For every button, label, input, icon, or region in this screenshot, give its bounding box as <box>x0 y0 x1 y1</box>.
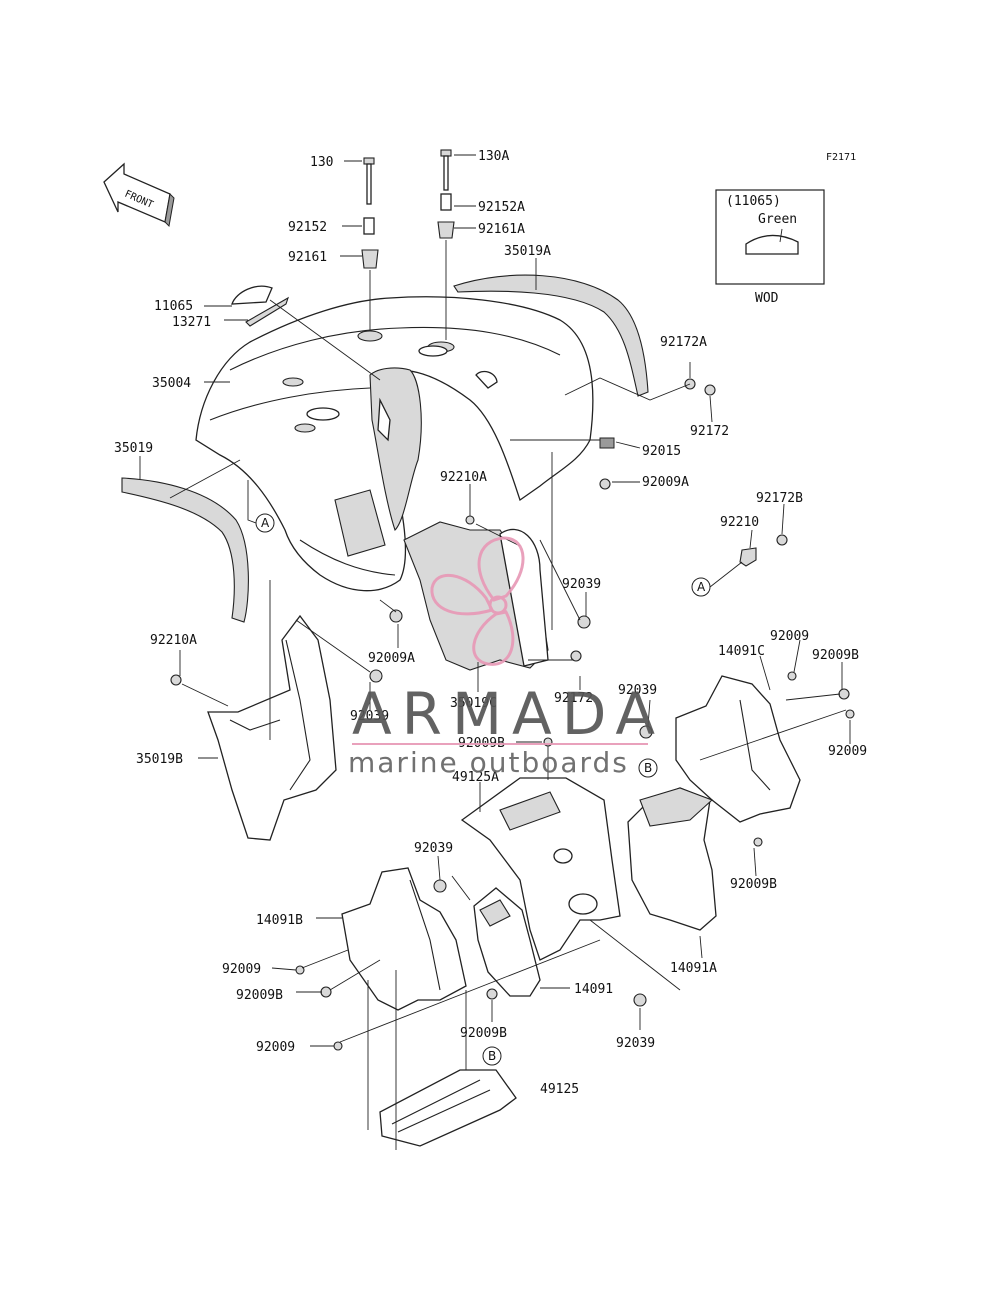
callout-A-upper: A <box>255 513 275 533</box>
label-92009B-bottom: 92009B <box>460 1026 507 1041</box>
inset-caption: WOD <box>755 291 779 306</box>
panel-35019C-side <box>499 528 549 667</box>
cap-11065 <box>231 285 273 305</box>
label-92039-e: 92039 <box>616 1036 655 1051</box>
label-92161A: 92161A <box>478 222 525 237</box>
figure-code: F2171 <box>826 152 856 163</box>
fasteners <box>170 378 855 1051</box>
label-92009-l1: 92009 <box>222 962 261 977</box>
watermark-tagline: marine outboards <box>348 746 629 779</box>
label-35019B: 35019B <box>136 752 183 767</box>
label-92152: 92152 <box>288 220 327 235</box>
label-14091A: 14091A <box>670 961 717 976</box>
flap-35019 <box>121 477 249 623</box>
label-92009-r2: 92009 <box>828 744 867 759</box>
svg-text:A: A <box>697 580 706 594</box>
callout-B-right: B <box>638 758 658 778</box>
svg-text:B: B <box>644 761 652 775</box>
label-92009A-center: 92009A <box>368 651 415 666</box>
label-92039-d: 92039 <box>414 841 453 856</box>
callout-A-right: A <box>691 577 711 597</box>
rear-fender-35004 <box>195 296 594 592</box>
label-49125A: 49125A <box>452 770 499 785</box>
label-35004: 35004 <box>152 376 191 391</box>
propeller-logo-icon <box>430 536 525 666</box>
callout-B-lower: B <box>482 1046 502 1066</box>
svg-text:A: A <box>261 516 270 530</box>
label-92039-c: 92039 <box>618 683 657 698</box>
label-92009B-right: 92009B <box>812 648 859 663</box>
label-92152A: 92152A <box>478 200 525 215</box>
label-92172-top: 92172 <box>690 424 729 439</box>
bolt-130A <box>440 149 452 191</box>
grommet-92161 <box>361 249 379 269</box>
label-49125: 49125 <box>540 1082 579 1097</box>
color-inset: (11065) Green WOD <box>715 189 825 306</box>
label-92009B-left: 92009B <box>236 988 283 1003</box>
grommet-92161A <box>437 221 455 239</box>
svg-text:B: B <box>488 1049 496 1063</box>
label-92172-center: 92172 <box>554 691 593 706</box>
label-14091: 14091 <box>574 982 613 997</box>
label-92161: 92161 <box>288 250 327 265</box>
label-14091B: 14091B <box>256 913 303 928</box>
label-92172A: 92172A <box>660 335 707 350</box>
label-92210A-left: 92210A <box>150 633 197 648</box>
label-35019: 35019 <box>114 441 153 456</box>
panel-14091B <box>341 867 467 1011</box>
collar-92152A <box>440 193 452 211</box>
label-14091C: 14091C <box>718 644 765 659</box>
part-labels: 130 130A 92152 92152A 92161 92161A 35019… <box>114 149 867 1097</box>
label-130: 130 <box>310 155 333 170</box>
label-13271: 13271 <box>172 315 211 330</box>
label-92210A-top: 92210A <box>440 470 487 485</box>
inset-part-ref: (11065) <box>726 194 781 209</box>
label-92009B-right2: 92009B <box>730 877 777 892</box>
inset-color: Green <box>758 212 797 227</box>
panel-14091C <box>675 675 801 823</box>
front-arrow-icon: FRONT <box>103 162 175 228</box>
label-35019C: 35019C <box>450 696 497 711</box>
label-92039-a: 92039 <box>562 577 601 592</box>
label-92015: 92015 <box>642 444 681 459</box>
label-92009-l2: 92009 <box>256 1040 295 1055</box>
plate-49125 <box>379 1069 517 1147</box>
bolt-130 <box>363 157 375 205</box>
label-92009A-right: 92009A <box>642 475 689 490</box>
watermark-brand: ARMADA <box>352 680 665 748</box>
label-92172B: 92172B <box>756 491 803 506</box>
label-11065: 11065 <box>154 299 193 314</box>
flap-35019A <box>453 274 649 397</box>
leader-lines <box>139 154 851 1150</box>
label-130A: 130A <box>478 149 509 164</box>
armada-watermark: ARMADA marine outboards <box>348 536 665 779</box>
panel-35019B <box>207 614 337 841</box>
label-92210: 92210 <box>720 515 759 530</box>
label-35019A: 35019A <box>504 244 551 259</box>
collar-92152 <box>363 217 375 235</box>
label-92009-r1: 92009 <box>770 629 809 644</box>
label-92039-b: 92039 <box>350 709 389 724</box>
